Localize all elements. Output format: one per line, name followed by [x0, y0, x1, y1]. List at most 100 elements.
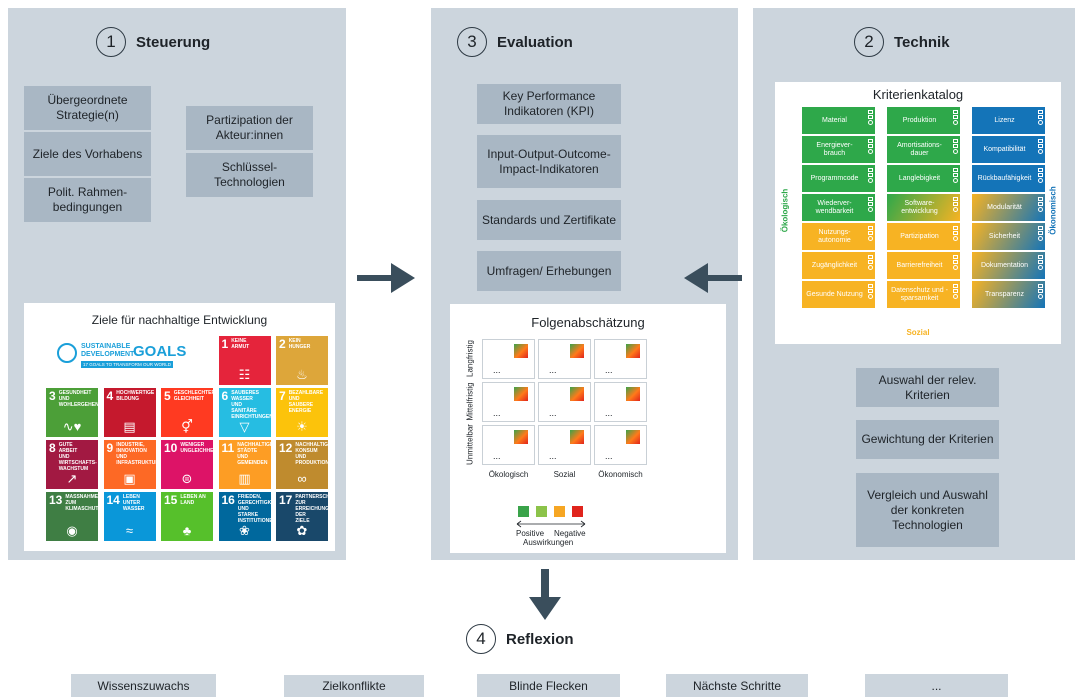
legend-double-arrow-icon: [516, 520, 586, 528]
criterion-marker-icon: [1037, 284, 1043, 299]
criterion-label: Dokumentation: [980, 261, 1029, 269]
legend-caption: Auswirkungen: [523, 538, 574, 547]
criterion-cell: Produktion: [887, 107, 960, 134]
criterion-marker-icon: [867, 139, 873, 154]
reflexion-item-more: ...: [865, 674, 1008, 697]
arrow-right-icon: [357, 263, 415, 293]
sdg-goal-17: 17PARTNERSCHAFTEN ZUR ERREICHUNG DER ZIE…: [276, 492, 328, 541]
sdg-goal-label: SAUBERES WASSER UND SANITÄRE EINRICHTUNG…: [231, 390, 271, 420]
sdg-logo: SUSTAINABLE DEVELOPMENT GOALS 17 GOALS T…: [57, 343, 186, 373]
reflexion-item-naechste-schritte: Nächste Schritte: [666, 674, 808, 697]
standards-box: Standards und Zertifikate: [477, 200, 621, 240]
criterion-label: Barrierefreiheit: [896, 261, 943, 269]
legend-positive: Positive: [516, 529, 545, 538]
sdg-goal-number: 9: [106, 441, 114, 455]
sdg-goal-number: 1: [221, 337, 229, 351]
bowl-icon: ♨: [296, 367, 308, 382]
family-icon: ☷: [238, 367, 251, 382]
arrow-left-icon: [684, 263, 742, 293]
sdg-goal-label: HOCHWERTIGE BILDUNG: [116, 390, 155, 402]
criterion-label: Nutzungs-autonomie: [818, 228, 851, 244]
impact-gradient-square: [570, 430, 584, 444]
criterion-cell: Zugänglichkeit: [802, 252, 875, 279]
katalog-title: Kriterienkatalog: [872, 87, 964, 102]
criterion-label: Produktion: [902, 116, 937, 124]
criterion-cell: Energiever-brauch: [802, 136, 875, 163]
folgen-title: Folgenabschätzung: [531, 315, 645, 330]
folgen-cell: ...: [594, 339, 647, 379]
criterion-cell: Langlebigkeit: [887, 165, 960, 192]
tree-icon: ♣: [182, 523, 192, 538]
folgen-col-label: Ökologisch: [488, 470, 529, 479]
sdg-goal-label: MASSNAHMEN ZUM KLIMASCHUTZ: [65, 494, 98, 512]
heartbeat-icon: ∿♥: [62, 419, 82, 434]
criterion-cell: Wiederver-wendbarkeit: [802, 194, 875, 221]
eye-icon: ◉: [66, 523, 78, 538]
sdg-goal-number: 8: [49, 441, 56, 455]
criterion-label: Programmcode: [810, 174, 859, 182]
criterion-label: Kompatibilität: [983, 145, 1026, 153]
criterion-marker-icon: [867, 255, 873, 270]
ziele-box: Ziele des Vorhabens: [24, 132, 151, 176]
impact-gradient-square: [570, 344, 584, 358]
criterion-cell: Software-entwicklung: [887, 194, 960, 221]
sdg-logo-sub: 17 GOALS TO TRANSFORM OUR WORLD: [81, 361, 174, 368]
legend-swatch-3: [554, 506, 565, 517]
criterion-cell: Gesunde Nutzung: [802, 281, 875, 308]
criterion-cell: Programmcode: [802, 165, 875, 192]
legend-negative: Negative: [554, 529, 586, 538]
infinity-icon: ∞: [297, 471, 307, 486]
criterion-cell: Rückbaufähigkeit: [972, 165, 1045, 192]
evaluation-panel: 3 Evaluation Key Performance Indikatoren…: [431, 8, 738, 560]
impact-gradient-square: [626, 344, 640, 358]
legend-swatch-4: [572, 506, 583, 517]
auswahl-box: Auswahl der relev. Kriterien: [856, 368, 999, 407]
technik-panel: 2 Technik Kriterienkatalog Ökologisch Ök…: [753, 8, 1075, 560]
impact-gradient-square: [570, 387, 584, 401]
criterion-label: Rückbaufähigkeit: [977, 174, 1032, 182]
reflexion-item-wissenszuwachs: Wissenszuwachs: [71, 674, 216, 697]
gender-icon: ⚥: [181, 419, 193, 434]
sdg-goal-number: 11: [221, 441, 235, 455]
sdg-goal-number: 2: [279, 337, 286, 351]
criterion-marker-icon: [1037, 110, 1043, 125]
sdg-goal-label: KEIN HUNGER: [288, 338, 311, 350]
folgen-cell: ...: [482, 425, 535, 465]
criterion-cell: Nutzungs-autonomie: [802, 223, 875, 250]
gewichtung-box: Gewichtung der Kriterien: [856, 420, 999, 459]
folgen-cell: ...: [538, 339, 591, 379]
sdg-goal-label: BEZAHLBARE UND SAUBERE ENERGIE: [288, 390, 324, 414]
steuerung-panel: 1 Steuerung Übergeordnete Strategie(n) Z…: [8, 8, 346, 560]
criterion-label: Modularität: [987, 203, 1022, 211]
sdg-goal-12: 12NACHHALTIGE/R KONSUM UND PRODUKTION∞: [276, 440, 328, 489]
criterion-marker-icon: [1037, 168, 1043, 183]
folgen-cell-text: ...: [549, 451, 557, 461]
un-emblem-icon: [57, 343, 77, 363]
partizipation-box: Partizipation der Akteur:innen: [186, 106, 313, 150]
reflexion-item-zielkonflikte: Zielkonflikte: [284, 675, 424, 697]
ioi-box: Input-Output-Outcome-Impact-Indikatoren: [477, 135, 621, 188]
strategie-box: Übergeordnete Strategie(n): [24, 86, 151, 130]
criterion-marker-icon: [952, 110, 958, 125]
sdg-goal-label: KEINE ARMUT: [231, 338, 250, 350]
folgen-cell-text: ...: [605, 451, 613, 461]
sdg-card: Ziele für nachhaltige Entwicklung SUSTAI…: [24, 303, 335, 551]
criterion-label: Partizipation: [900, 232, 939, 240]
criterion-label: Zugänglichkeit: [811, 261, 858, 269]
folgen-cell-text: ...: [549, 408, 557, 418]
folgen-cell-text: ...: [605, 408, 613, 418]
sdg-goal-number: 7: [279, 389, 286, 403]
step-number-1: 1: [96, 27, 126, 57]
sdg-goal-number: 5: [164, 389, 171, 403]
steuerung-title: Steuerung: [136, 33, 211, 51]
criterion-cell: Kompatibilität: [972, 136, 1045, 163]
reflexion-item-blinde-flecken: Blinde Flecken: [477, 674, 620, 697]
impact-gradient-square: [626, 387, 640, 401]
criterion-label: Software-entwicklung: [901, 199, 938, 215]
